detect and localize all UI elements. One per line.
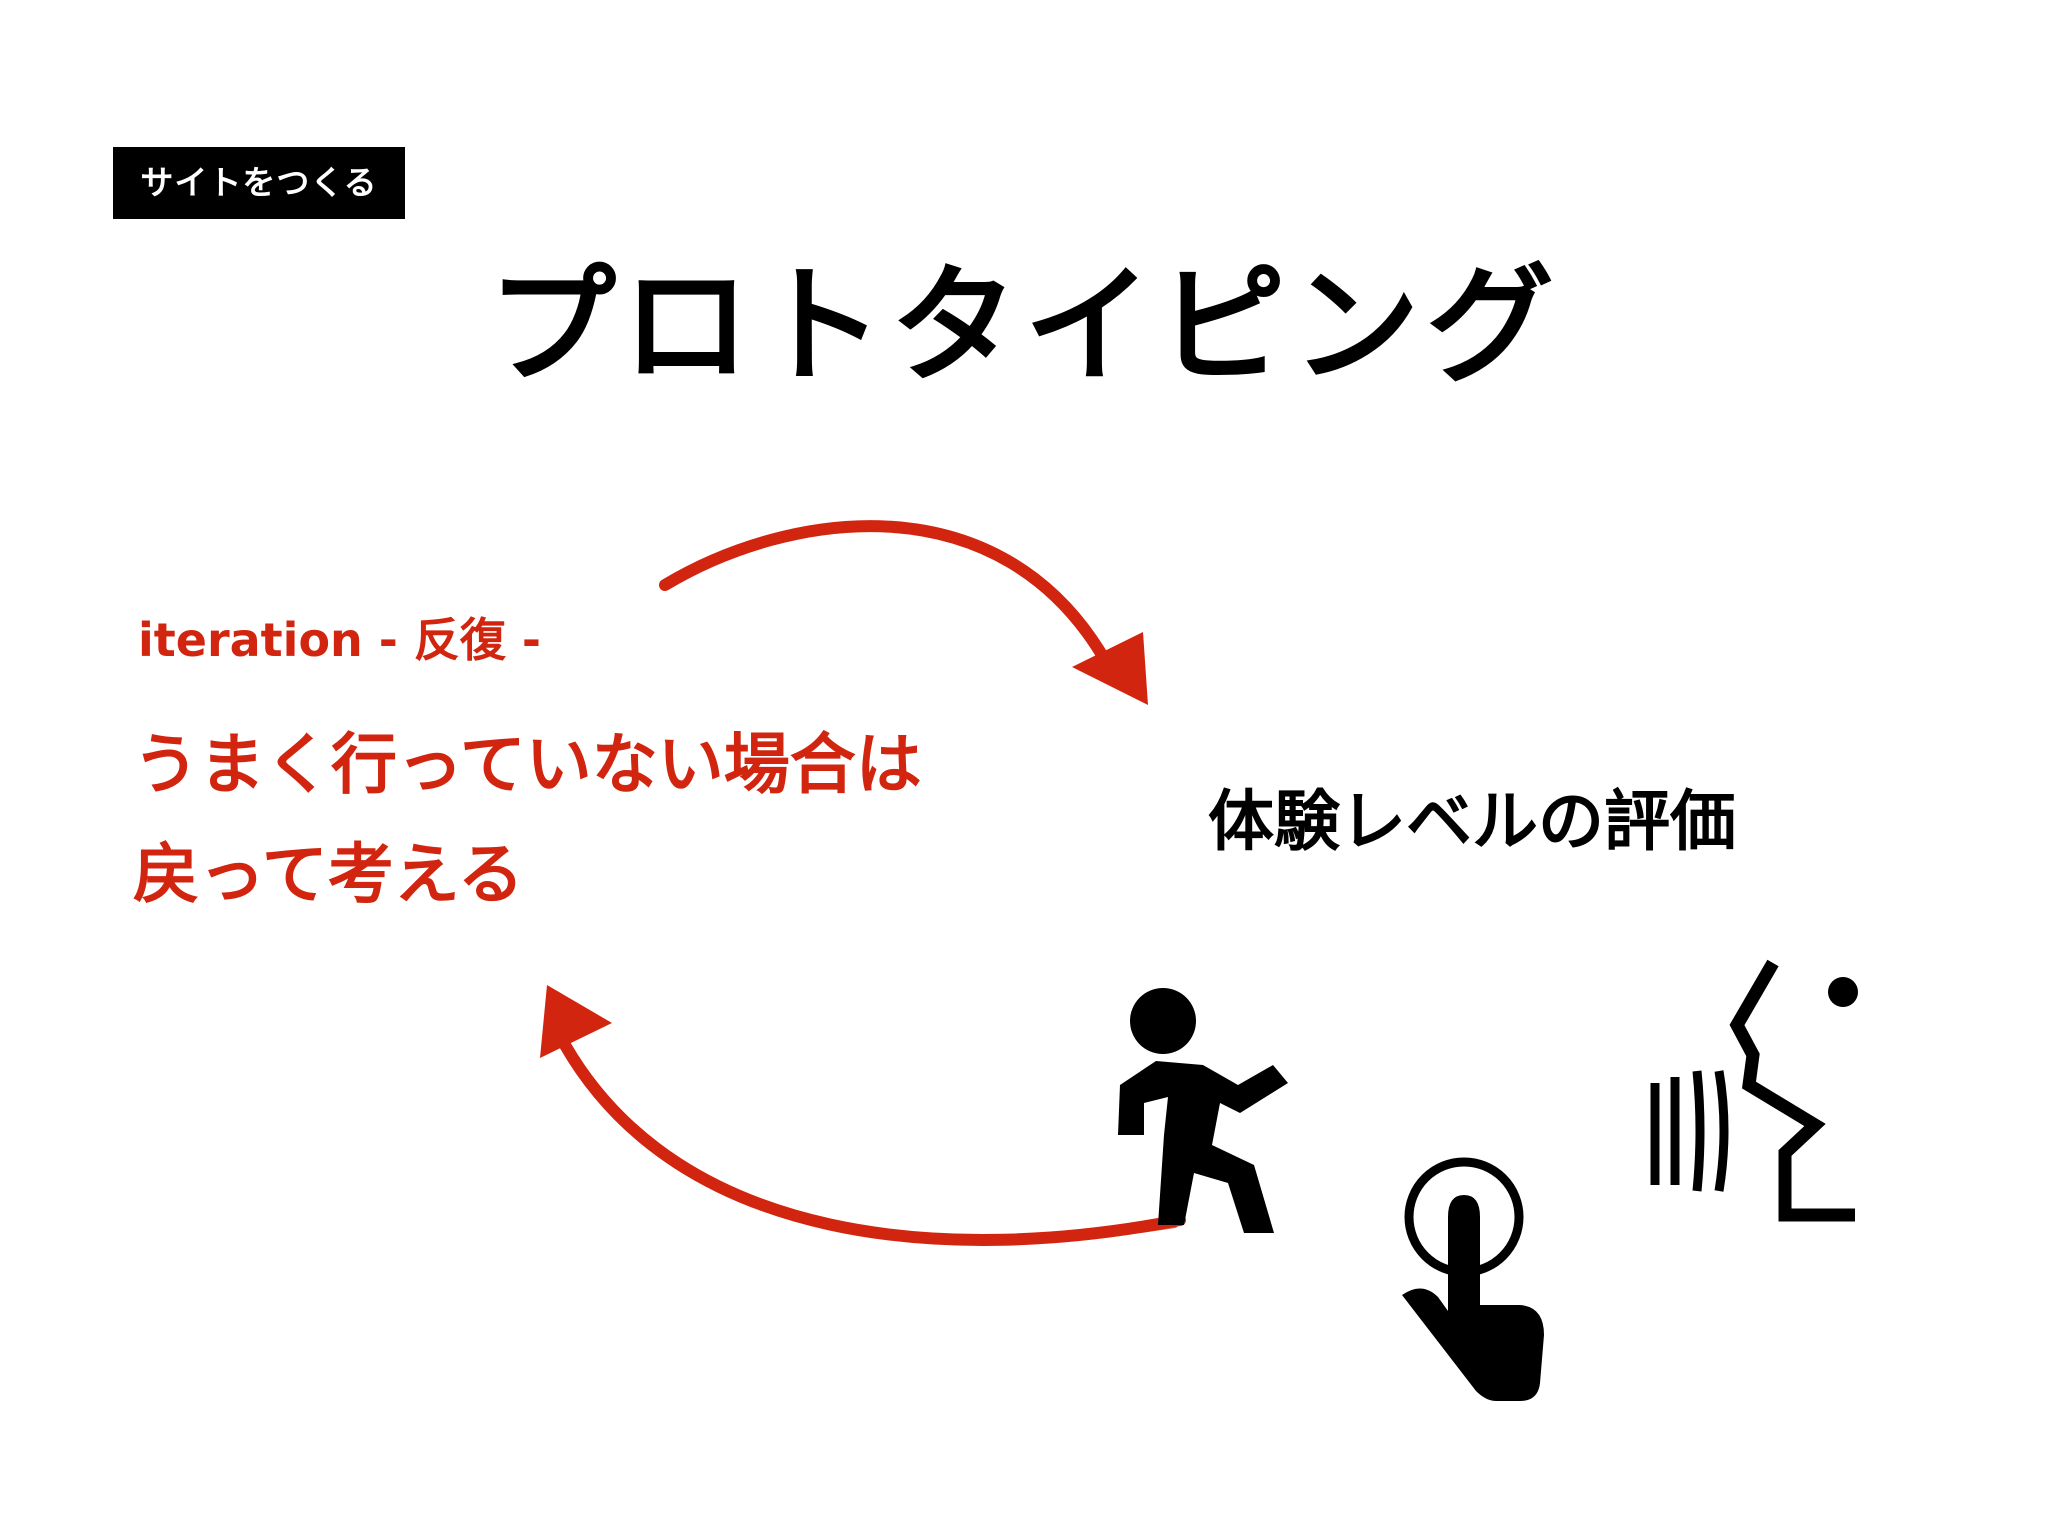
iteration-label: iteration - 反復 -	[138, 613, 542, 667]
iteration-message-line-2: 戻って考える	[133, 836, 524, 913]
section-tag: サイトをつくる	[113, 147, 405, 219]
return-arrow	[540, 985, 1186, 1246]
forward-arrow	[659, 520, 1148, 705]
voice-speaking-icon	[1650, 959, 1858, 1222]
evaluation-label: 体験レベルの評価	[1208, 783, 1736, 860]
iteration-message: うまく行っていない場合は 戻って考える	[133, 710, 922, 930]
iteration-message-line-1: うまく行っていない場合は	[133, 726, 922, 803]
page-title: プロトタイピング	[487, 252, 1560, 401]
tap-gesture-icon	[1402, 1157, 1544, 1401]
running-person-icon	[1118, 988, 1288, 1233]
